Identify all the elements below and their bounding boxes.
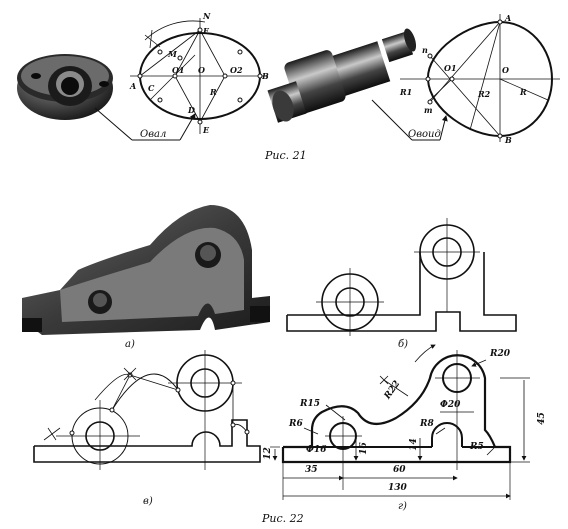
ovoid-point-r1: R1 xyxy=(400,87,413,97)
oval-point-d: D xyxy=(188,105,195,115)
subfig-g-label: г) xyxy=(398,501,407,512)
bracket-photo xyxy=(22,205,270,335)
oval-point-f: F xyxy=(203,26,209,36)
dim-r8: R8 xyxy=(420,419,434,429)
subfig-v-label: в) xyxy=(143,496,153,507)
ovoid-leader xyxy=(371,99,448,141)
dim-d20: Φ20 xyxy=(440,400,461,410)
dim-h12: 12 xyxy=(262,447,273,460)
ovoid-construction xyxy=(400,14,560,142)
ovoid-label: Овоид xyxy=(408,129,441,140)
ovoid-point-o: O xyxy=(502,65,509,75)
oval-point-o: O xyxy=(198,65,205,75)
oval-construction xyxy=(130,18,268,134)
ovoid-point-r2: R2 xyxy=(478,89,491,99)
oval-label: Овал xyxy=(140,129,167,140)
dim-d16: Φ16 xyxy=(306,445,327,455)
oval-point-n: N xyxy=(203,11,211,21)
fig21-caption: Рис. 21 xyxy=(265,149,307,162)
dim-w130: 130 xyxy=(388,483,407,493)
dim-r5: R5 xyxy=(470,442,484,452)
dim-h16: 16 xyxy=(358,442,369,455)
ovoid-point-a: A xyxy=(505,13,512,23)
elements-view xyxy=(286,218,517,336)
oval-point-b: B xyxy=(262,71,269,81)
dim-h45: 45 xyxy=(536,412,547,425)
dim-r15: R15 xyxy=(300,399,321,409)
oval-point-o2: O2 xyxy=(230,65,243,75)
dim-w35: 35 xyxy=(305,465,318,475)
flange-photo xyxy=(17,54,113,120)
ovoid-point-o1: O1 xyxy=(444,63,457,73)
dim-r6: R6 xyxy=(289,419,303,429)
oval-point-e: E xyxy=(203,125,210,135)
oval-point-a: A xyxy=(130,81,137,91)
oval-point-o1: O1 xyxy=(172,65,185,75)
dim-r20: R20 xyxy=(490,349,511,359)
final-drawing xyxy=(270,344,530,500)
ovoid-point-m: m xyxy=(424,105,433,115)
oval-leader xyxy=(94,107,196,141)
ovoid-point-b: B xyxy=(505,135,512,145)
dim-w60: 60 xyxy=(393,465,406,475)
shaft-photo xyxy=(267,28,417,123)
construction-view xyxy=(33,350,261,470)
fig22-caption: Рис. 22 xyxy=(262,512,304,525)
dim-h14: 14 xyxy=(408,438,419,451)
subfig-a-label: а) xyxy=(125,339,135,350)
subfig-b-label: б) xyxy=(398,339,409,350)
ovoid-point-n: n xyxy=(422,45,428,55)
ovoid-point-r: R xyxy=(520,87,527,97)
oval-radius: R xyxy=(210,87,217,97)
oval-point-c: C xyxy=(148,83,155,93)
oval-point-m: M xyxy=(168,49,177,59)
